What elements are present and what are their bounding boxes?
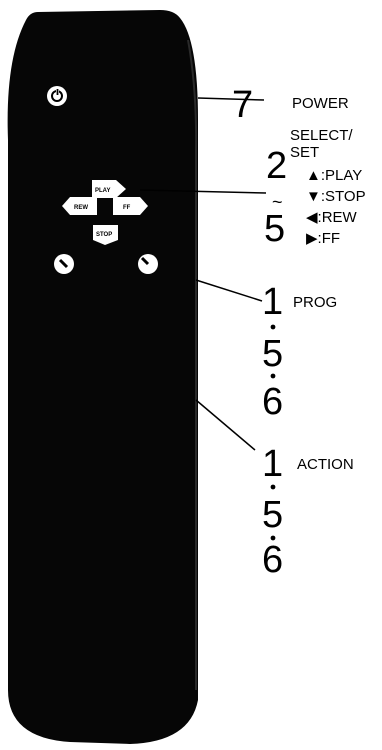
- ff-button[interactable]: FF: [113, 197, 148, 215]
- stop-button-label: STOP: [96, 232, 112, 238]
- leader-select: [139, 189, 267, 194]
- callout-select-item-ff: ▶:FF: [306, 230, 340, 247]
- callout-prog-number-3: 6: [262, 381, 283, 423]
- callout-select-range-mark: ~: [272, 192, 283, 212]
- callout-select-number-bottom: 5: [264, 208, 285, 250]
- callout-prog-dot-1: [270, 324, 276, 330]
- action-button[interactable]: [138, 254, 158, 274]
- power-button[interactable]: [47, 86, 67, 106]
- remote-body: [7, 10, 198, 744]
- callout-power-number: 7: [232, 84, 253, 126]
- stop-button[interactable]: STOP: [93, 225, 118, 245]
- callout-prog-label: PROG: [293, 294, 337, 311]
- ff-button-label: FF: [123, 205, 131, 211]
- callout-action-number-2: 5: [262, 494, 283, 536]
- callout-action-dot-1: [270, 484, 276, 490]
- play-button[interactable]: PLAY: [92, 180, 126, 198]
- callout-select-item-play: ▲:PLAY: [306, 167, 362, 184]
- callout-action-number-1: 1: [262, 443, 283, 485]
- callout-power-label: POWER: [292, 95, 349, 112]
- callout-prog-number-1: 1: [262, 281, 283, 323]
- callout-prog-number-2: 5: [262, 333, 283, 375]
- leader-prog: [195, 279, 263, 302]
- callout-select-label-1: SELECT/: [290, 127, 353, 144]
- callout-select-label-2: SET: [290, 144, 319, 161]
- leader-action: [195, 399, 256, 451]
- callout-select-item-stop: ▼:STOP: [306, 188, 366, 205]
- remote-edge-sheen: [187, 39, 198, 690]
- callout-select-item-rew: ◀:REW: [306, 209, 358, 226]
- rewind-button-label: REW: [74, 205, 88, 211]
- right-knob-icon: [140, 256, 150, 266]
- prog-button[interactable]: [54, 254, 74, 274]
- power-icon: [51, 89, 63, 102]
- callout-prog-dot-2: [270, 373, 276, 379]
- callout-action-dot-2: [270, 535, 276, 541]
- callout-action-label: ACTION: [297, 456, 354, 473]
- leader-power: [197, 97, 265, 101]
- play-button-label: PLAY: [95, 188, 110, 194]
- rewind-button[interactable]: REW: [62, 197, 97, 215]
- callout-action-number-3: 6: [262, 539, 283, 581]
- left-knob-icon: [58, 258, 69, 269]
- callout-select-number-top: 2: [266, 145, 287, 187]
